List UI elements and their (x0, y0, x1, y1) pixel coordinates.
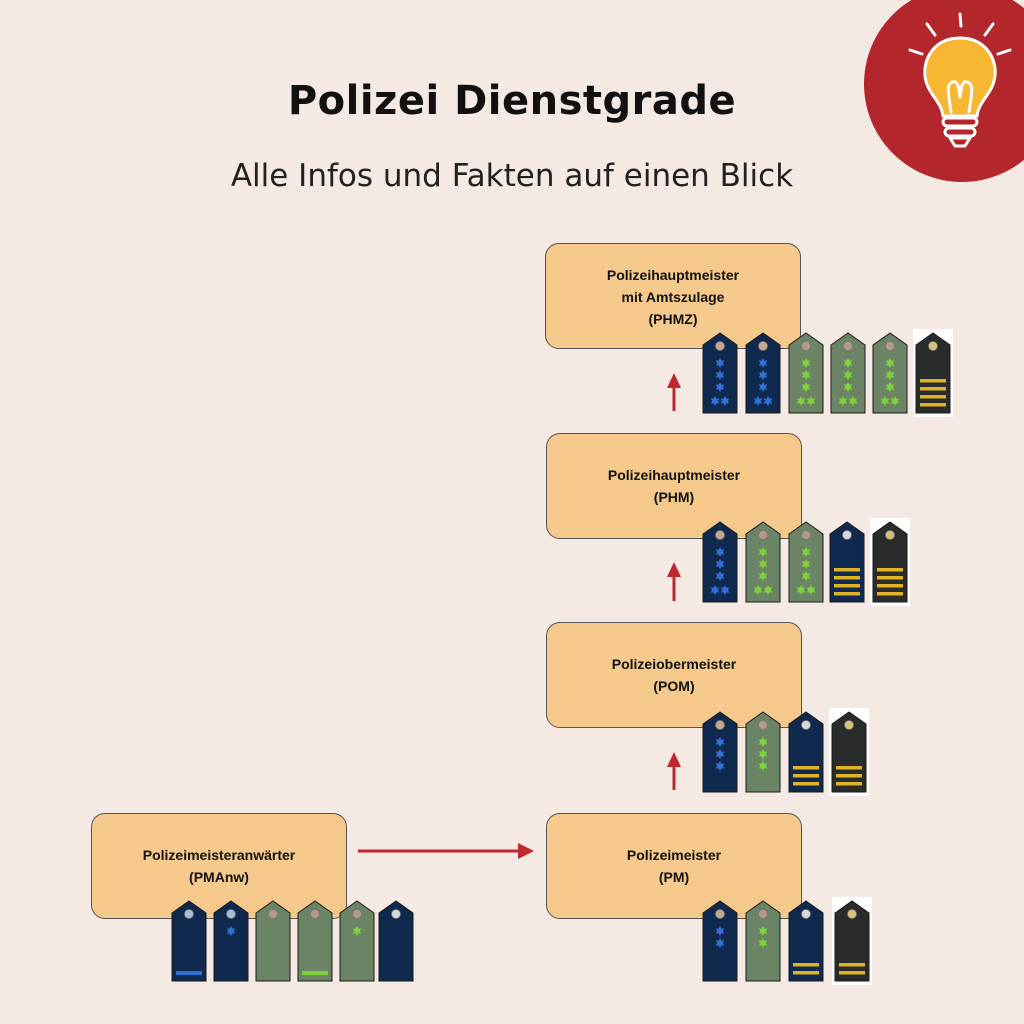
shoulder-board-icon (788, 521, 824, 603)
page-title: Polizei Dienstgrade (287, 78, 737, 124)
shoulder-board-icon (788, 900, 824, 982)
rank-abbreviation: (PMAnw) (189, 869, 249, 885)
shoulder-board-icon (745, 521, 781, 603)
rank-name: Polizeiobermeister (611, 656, 737, 672)
shoulder-board-icon (745, 900, 781, 982)
shoulder-board-icon (872, 332, 908, 414)
shoulder-board-icon (830, 332, 866, 414)
arrow-icon (358, 843, 534, 859)
shoulder-board-icon (788, 711, 824, 793)
rank-abbreviation: (PM) (658, 869, 690, 885)
rank-name: Polizeimeisteranwärter (142, 847, 296, 863)
shoulder-board-icon (297, 900, 333, 982)
rank-box-phm: Polizeihauptmeister (PHM) (546, 433, 802, 539)
shoulder-board-icon (702, 332, 738, 414)
shoulder-board-icon (378, 900, 414, 982)
shoulder-board-icon (745, 332, 781, 414)
shoulder-board-icon (832, 897, 872, 985)
shoulder-board-icon (171, 900, 207, 982)
arrow-icon (667, 752, 681, 790)
shoulder-board-icon (702, 900, 738, 982)
shoulder-board-icon (829, 521, 865, 603)
rank-box-pm: Polizeimeister (PM) (546, 813, 802, 919)
shoulder-board-icon (870, 518, 910, 606)
rank-abbreviation: (PHMZ) (648, 311, 698, 327)
shoulder-board-icon (213, 900, 249, 982)
shoulder-board-icon (255, 900, 291, 982)
rank-name: Polizeihauptmeister (606, 267, 740, 283)
page-subtitle: Alle Infos und Fakten auf einen Blick (230, 158, 794, 194)
shoulder-board-icon (913, 329, 953, 417)
rank-name-suffix: mit Amtszulage (621, 289, 725, 305)
rank-box-pom: Polizeiobermeister (POM) (546, 622, 802, 728)
shoulder-board-icon (745, 711, 781, 793)
shoulder-board-icon (788, 332, 824, 414)
shoulder-board-icon (702, 711, 738, 793)
rank-box-pmanw: Polizeimeisteranwärter (PMAnw) (91, 813, 347, 919)
shoulder-board-icon (702, 521, 738, 603)
rank-name: Polizeihauptmeister (607, 467, 741, 483)
rank-name: Polizeimeister (626, 847, 722, 863)
rank-abbreviation: (POM) (653, 678, 695, 694)
arrow-icon (667, 373, 681, 411)
lightbulb-icon (908, 12, 1012, 148)
rank-box-phmz: Polizeihauptmeister mit Amtszulage (PHMZ… (545, 243, 801, 349)
shoulder-board-icon (339, 900, 375, 982)
rank-abbreviation: (PHM) (653, 489, 695, 505)
shoulder-board-icon (829, 708, 869, 796)
arrow-icon (667, 562, 681, 601)
